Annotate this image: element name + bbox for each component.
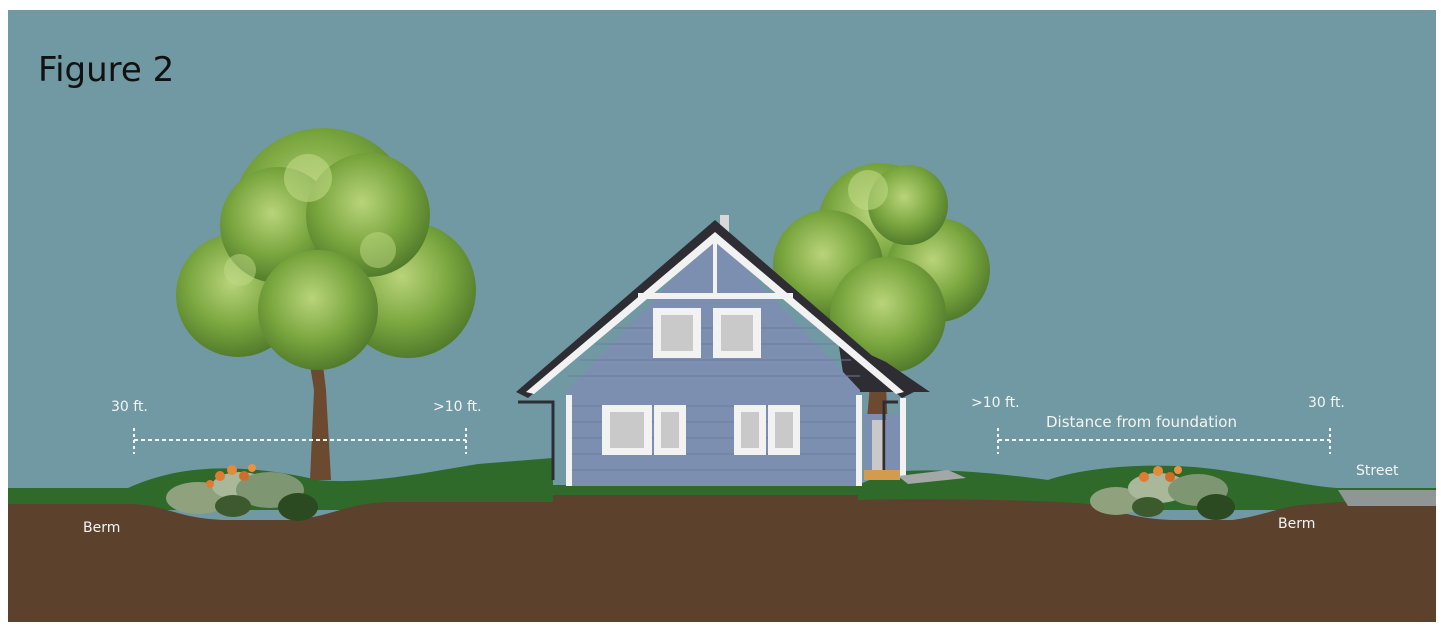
grass-surface (8, 458, 1436, 510)
label-left-30ft: 30 ft. (111, 399, 148, 415)
diagram-illustration (8, 10, 1436, 622)
label-right-30ft: 30 ft. (1308, 395, 1345, 411)
right-dimension-line (997, 428, 1331, 454)
figure-title: Figure 2 (38, 50, 175, 90)
label-distance-from-foundation: Distance from foundation (1046, 413, 1237, 431)
left-dimension-line (133, 428, 467, 454)
label-berm-left: Berm (83, 520, 121, 536)
right-tree (773, 163, 990, 430)
label-street: Street (1356, 463, 1399, 479)
left-tree (176, 128, 476, 480)
street-pavement (1338, 490, 1436, 506)
label-right-10ft: >10 ft. (971, 395, 1020, 411)
soil (8, 495, 1436, 622)
right-berm-garden (1090, 466, 1235, 520)
left-berm-garden (166, 464, 318, 521)
house (516, 215, 966, 486)
diagram-scene: Figure 2 30 ft. >10 ft. >10 ft. Distance… (8, 10, 1436, 622)
label-berm-right: Berm (1278, 516, 1316, 532)
label-left-10ft: >10 ft. (433, 399, 482, 415)
